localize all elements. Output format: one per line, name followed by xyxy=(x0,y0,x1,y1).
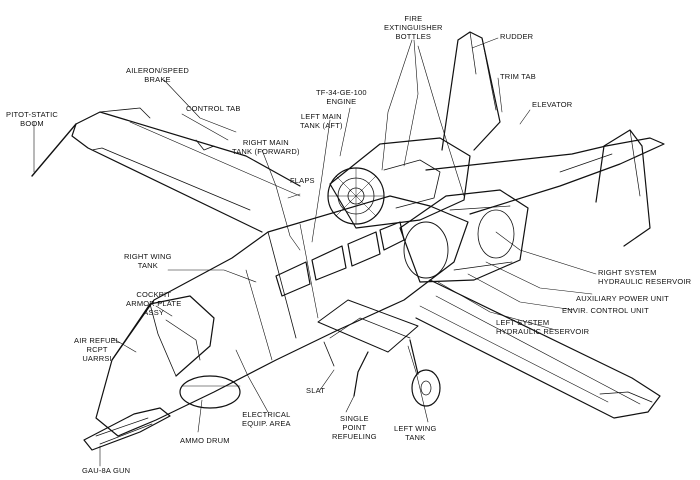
label-gau8a-gun: GAU-8A GUN xyxy=(82,466,131,475)
horizontal-stabilizer xyxy=(425,137,665,215)
right-engine-nacelle xyxy=(329,137,471,229)
label-slat: SLAT xyxy=(306,386,326,395)
fuel-tank-blocks xyxy=(275,261,311,297)
left-vertical-stabilizer xyxy=(595,129,651,247)
label-electrical-equip-area: ELECTRICAL EQUIP. AREA xyxy=(242,410,291,428)
label-right-main-tank-forward: RIGHT MAIN TANK (FORWARD) xyxy=(232,138,300,156)
label-cockpit-armor-plate-assy: COCKPIT ARMOR PLATE ASSY xyxy=(126,290,182,317)
label-auxiliary-power-unit: AUXILIARY POWER UNIT xyxy=(576,294,669,303)
label-ammo-drum: AMMO DRUM xyxy=(180,436,230,445)
pitot-static-boom xyxy=(31,123,77,177)
label-rudder: RUDDER xyxy=(500,32,534,41)
label-elevator: ELEVATOR xyxy=(532,100,573,109)
label-aileron-speed-brake: AILERON/SPEED BRAKE xyxy=(126,66,190,84)
right-vertical-stabilizer xyxy=(441,31,501,151)
slat-panel xyxy=(317,299,419,353)
label-left-wing-tank: LEFT WING TANK xyxy=(394,424,437,442)
label-control-tab: CONTROL TAB xyxy=(186,104,241,113)
left-engine-nacelle xyxy=(399,189,529,283)
label-left-system-hydraulic-reservoir: LEFT SYSTEM HYDRAULIC RESERVOIR xyxy=(496,318,590,336)
label-pitot-static-boom: PITOT-STATIC BOOM xyxy=(6,110,58,128)
label-fire-extinguisher-bottles: FIRE EXTINGUISHER BOTTLES xyxy=(384,14,443,41)
canopy xyxy=(111,295,215,377)
label-single-point-refueling: SINGLE POINT REFUELING xyxy=(332,414,377,441)
single-point-refuel-strut xyxy=(353,351,369,397)
right-wing xyxy=(71,111,301,233)
ammo-drum xyxy=(179,375,241,409)
label-envir-control-unit: ENVIR. CONTROL UNIT xyxy=(562,306,649,315)
gau-8a-gun xyxy=(83,407,171,451)
label-right-system-hydraulic-reservoir: RIGHT SYSTEM HYDRAULIC RESERVOIR xyxy=(598,268,692,286)
left-wing xyxy=(415,279,661,419)
label-air-refuel-rcpt: AIR REFUEL RCPT UARRSI xyxy=(74,336,121,363)
label-tf34-engine: TF-34-GE-100 ENGINE xyxy=(316,88,367,106)
label-right-wing-tank: RIGHT WING TANK xyxy=(124,252,172,270)
label-flaps: FLAPS xyxy=(290,176,315,185)
label-left-main-tank-aft: LEFT MAIN TANK (AFT) xyxy=(300,112,343,130)
left-main-gear xyxy=(409,339,419,375)
fuselage xyxy=(95,195,469,437)
label-trim-tab: TRIM TAB xyxy=(500,72,536,81)
